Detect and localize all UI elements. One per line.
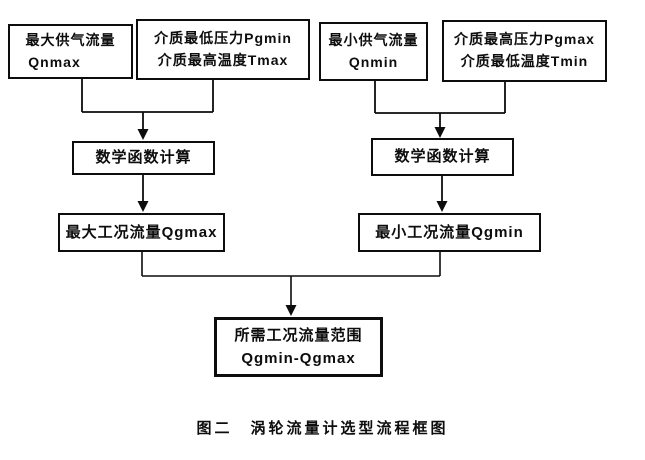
node-math-function-calc-right: 数学函数计算 xyxy=(371,138,514,176)
node-min-operating-flow: 最小工况流量Qgmin xyxy=(358,213,541,252)
merge-lines-bottom xyxy=(141,252,441,306)
node-label: 所需工况流量范围 xyxy=(234,326,363,344)
arrow-down-icon xyxy=(137,201,149,212)
figure-caption: 图二 涡轮流量计选型流程框图 xyxy=(196,420,449,437)
arrow-down-icon xyxy=(436,201,448,212)
node-label: Qnmin xyxy=(348,53,399,70)
node-label: Qgmin-Qgmax xyxy=(241,350,356,367)
node-max-pressure-min-temp: 介质最高压力Pgmax 介质最低温度Tmin xyxy=(442,20,607,82)
node-max-operating-flow: 最大工况流量Qgmax xyxy=(58,213,225,252)
node-label: 介质最低压力Pgmin xyxy=(154,29,292,46)
node-max-supply-flow: 最大供气流量 Qnmax xyxy=(8,24,133,79)
merge-lines-right xyxy=(374,81,506,128)
node-label: 最大供气流量 xyxy=(25,31,116,48)
merge-lines-left xyxy=(81,79,214,130)
node-label: 介质最高压力Pgmax xyxy=(454,31,595,48)
node-label: 最小供气流量 xyxy=(328,31,419,48)
node-math-function-calc-left: 数学函数计算 xyxy=(72,141,215,175)
node-label: 数学函数计算 xyxy=(95,149,192,167)
node-label: Qnmax xyxy=(28,53,81,70)
arrow-down-icon xyxy=(285,305,297,316)
arrow-down-icon xyxy=(137,129,149,140)
node-min-supply-flow: 最小供气流量 Qnmin xyxy=(319,22,428,81)
node-min-pressure-max-temp: 介质最低压力Pgmin 介质最高温度Tmax xyxy=(136,19,310,80)
node-label: 数学函数计算 xyxy=(394,148,491,166)
node-required-flow-range: 所需工况流量范围 Qgmin-Qgmax xyxy=(214,317,383,377)
node-label: 介质最低温度Tmin xyxy=(460,53,589,69)
node-label: 最小工况流量Qgmin xyxy=(375,223,524,241)
node-label: 最大工况流量Qgmax xyxy=(65,223,218,241)
arrow-down-icon xyxy=(434,127,446,138)
node-label: 介质最高温度Tmax xyxy=(157,51,289,68)
